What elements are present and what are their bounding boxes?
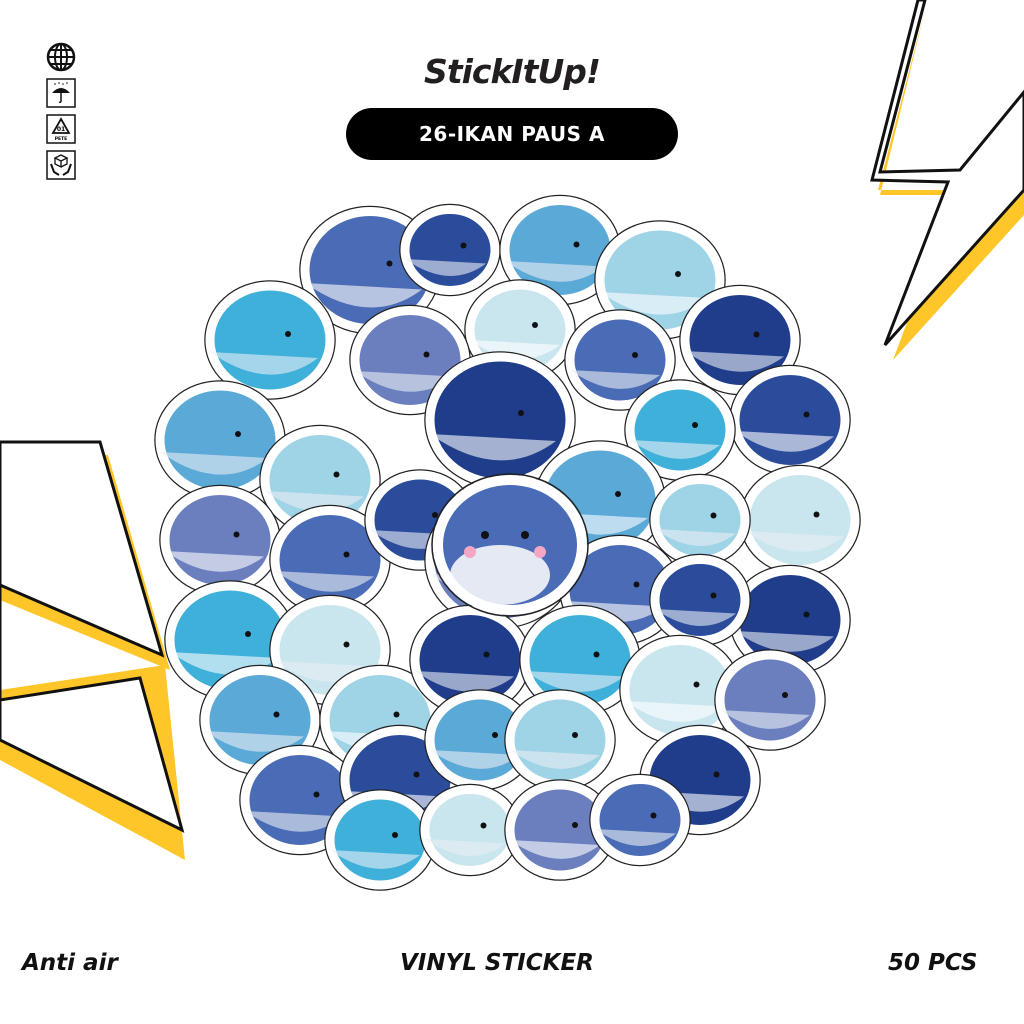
globe-icon [46, 42, 76, 72]
whale-sticker [649, 473, 751, 567]
whale-sticker [714, 649, 826, 751]
product-title: 26-IKAN PAUS A [418, 122, 606, 146]
whale-sticker [504, 689, 616, 791]
whale-sticker [589, 773, 691, 867]
whale-sticker-featured [431, 473, 589, 617]
whale-sticker [504, 779, 616, 881]
whale-sticker [204, 280, 336, 400]
whale-sticker [159, 484, 281, 596]
feature-material: VINYL STICKER [400, 950, 594, 976]
lightning-bolt-top-right [870, 0, 1024, 360]
recycle-label: PETE [55, 136, 68, 142]
whale-sticker [649, 553, 751, 647]
whale-sticker [564, 309, 676, 411]
whale-sticker [729, 364, 851, 476]
whale-sticker [424, 351, 576, 489]
whale-sticker [624, 379, 736, 481]
recycle-code: 01 [57, 126, 65, 133]
umbrella-rain-icon [46, 78, 76, 108]
whale-sticker [324, 789, 436, 891]
product-title-badge: 26-IKAN PAUS A [346, 108, 678, 160]
feature-waterproof: Anti air [22, 950, 118, 976]
lightning-bolt-left [0, 440, 185, 860]
feature-quantity: 50 PCS [888, 950, 978, 976]
brand-logo: StickItUp! [424, 52, 601, 91]
whale-sticker [399, 203, 501, 297]
whale-sticker [739, 464, 861, 576]
fragile-box-hands-icon [46, 150, 76, 180]
